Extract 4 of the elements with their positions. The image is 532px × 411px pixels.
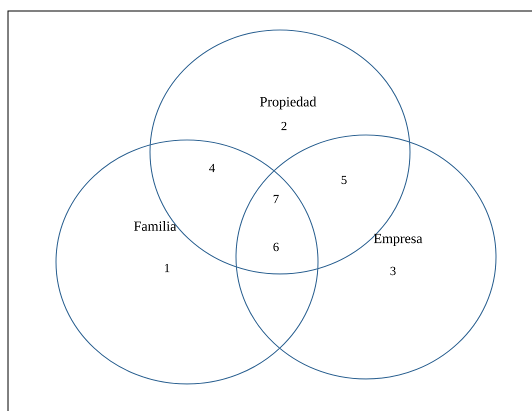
region-number: 7: [274, 194, 279, 204]
region-number: 5: [342, 176, 347, 184]
region-number: 6: [273, 242, 279, 252]
region-number: 4: [209, 164, 215, 172]
